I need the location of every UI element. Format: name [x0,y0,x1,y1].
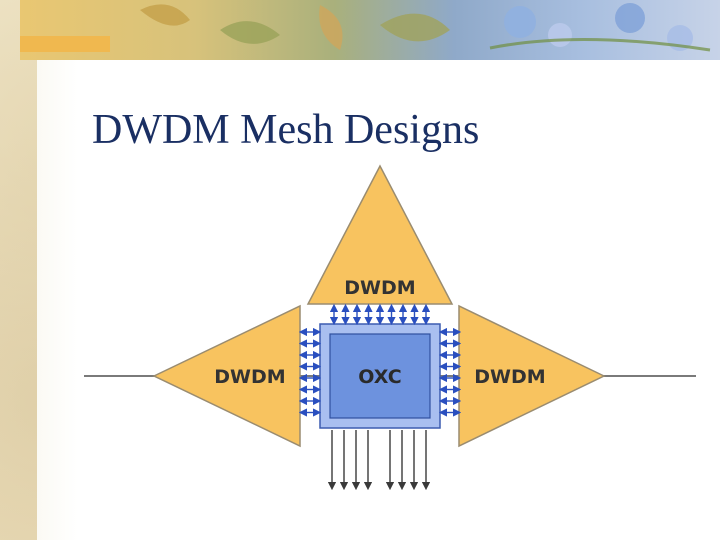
slide-title: DWDM Mesh Designs [92,107,480,153]
dwdm-left-label: DWDM [214,366,285,388]
dwdm-top-label: DWDM [344,277,415,299]
right-bidirectional-arrows [438,327,462,417]
down-output-arrows [327,430,431,491]
dwdm-right-label: DWDM [474,366,545,388]
oxc-box [329,333,431,419]
oxc-label: OXC [358,366,401,388]
top-bidirectional-arrows [329,303,431,326]
leaf-banner-decoration [20,0,720,60]
left-bidirectional-arrows [298,327,322,417]
dwdm-mesh-diagram: DWDM DWDM DWDM OXC [84,160,700,492]
